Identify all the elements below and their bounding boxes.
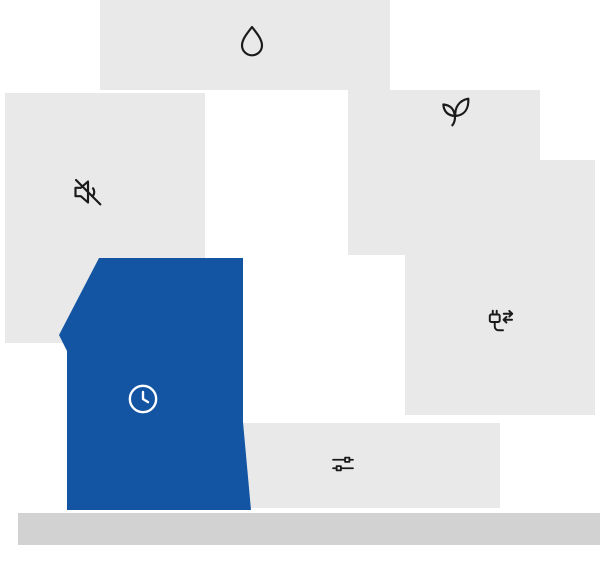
water-drop-icon (232, 22, 272, 62)
custom-settings-tile[interactable] (210, 423, 500, 508)
speaker-muted-icon (68, 172, 108, 212)
leaf-icon (435, 92, 475, 132)
delay-clock-tile[interactable] (59, 258, 251, 510)
plug-swap-tile[interactable] (405, 160, 595, 415)
water-drop-tile[interactable] (100, 0, 390, 90)
plug-swap-icon (482, 304, 518, 340)
sliders-icon (326, 447, 360, 481)
clock-icon (124, 380, 162, 418)
bottom-strip (18, 513, 600, 545)
